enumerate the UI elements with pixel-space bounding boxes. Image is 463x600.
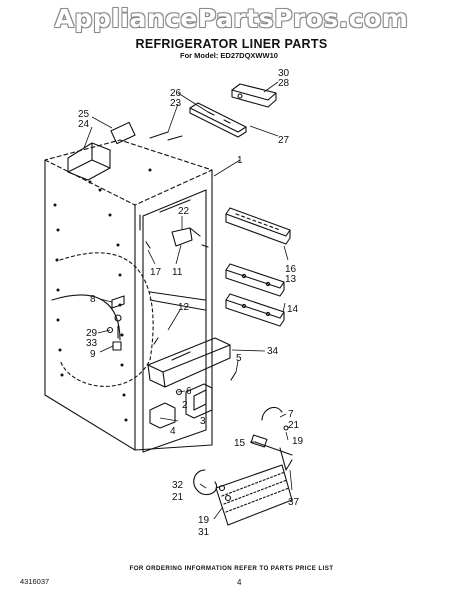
ordering-note: FOR ORDERING INFORMATION REFER TO PARTS …	[129, 565, 334, 572]
bracket-22	[171, 227, 201, 247]
watermark: AppliancePartsPros.com	[54, 4, 409, 33]
label-22: 22	[178, 206, 190, 217]
label-21-lower: 21	[172, 492, 184, 503]
heater-harness	[193, 406, 293, 526]
bottom-bracket	[149, 383, 213, 429]
page-title: REFRIGERATOR LINER PARTS	[135, 37, 328, 51]
divider-34	[147, 337, 231, 388]
model-line: For Model: ED27DQXWW10	[180, 51, 278, 60]
shelf-rail-14	[225, 293, 285, 327]
label-30: 30	[278, 68, 290, 79]
label-16: 16	[285, 264, 297, 275]
label-6: 6	[186, 386, 192, 397]
label-21-upper: 21	[288, 420, 300, 431]
label-25: 25	[78, 109, 90, 120]
label-23: 23	[170, 98, 182, 109]
liner-screw-holes	[53, 168, 152, 422]
label-12: 12	[178, 302, 190, 313]
label-33: 33	[86, 338, 98, 349]
label-17: 17	[150, 267, 162, 278]
part-labels: 30 28 26 23 25 24 27 1 22 17 11 16 13 14…	[78, 68, 304, 538]
control-cluster	[106, 295, 125, 351]
label-11: 11	[172, 267, 183, 278]
label-3: 3	[200, 416, 206, 427]
label-2: 2	[182, 400, 188, 411]
shelf-rail-13	[225, 263, 285, 297]
label-26: 26	[170, 88, 182, 99]
label-4: 4	[170, 426, 176, 437]
label-37: 37	[288, 497, 300, 508]
label-7: 7	[288, 409, 294, 420]
top-cover	[231, 83, 277, 108]
label-8: 8	[90, 294, 96, 305]
label-19-lower: 19	[198, 515, 210, 526]
duct-assembly	[67, 121, 169, 181]
label-24: 24	[78, 119, 90, 130]
label-1: 1	[237, 155, 243, 166]
label-19-upper: 19	[292, 436, 304, 447]
label-15: 15	[234, 438, 246, 449]
label-27: 27	[278, 135, 290, 146]
label-14: 14	[287, 304, 299, 315]
page-number: 4	[237, 578, 242, 587]
screws	[145, 135, 237, 381]
label-13: 13	[285, 274, 297, 285]
part-number: 4316037	[20, 577, 50, 586]
label-9: 9	[90, 349, 96, 360]
label-32: 32	[172, 480, 184, 491]
label-31: 31	[198, 527, 210, 538]
label-5: 5	[236, 353, 242, 364]
leader-lines	[83, 81, 293, 520]
liner-body	[44, 139, 213, 453]
top-bracket	[189, 102, 247, 138]
shelf-rail-16	[225, 207, 291, 245]
label-28: 28	[278, 78, 290, 89]
label-29: 29	[86, 328, 98, 339]
label-34: 34	[267, 346, 279, 357]
